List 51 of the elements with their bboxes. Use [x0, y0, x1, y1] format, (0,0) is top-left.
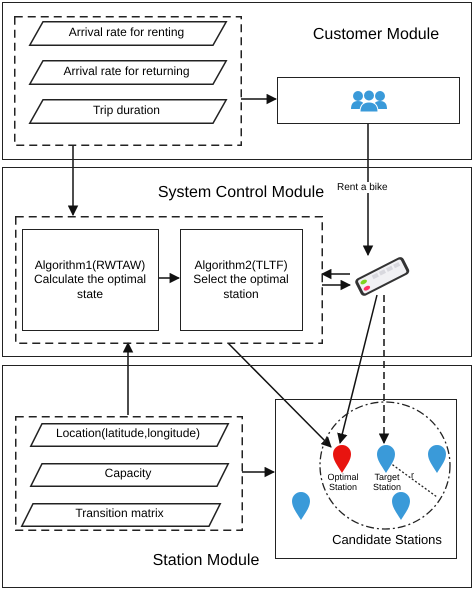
algorithm-box — [22, 229, 159, 331]
radius-label: r — [411, 470, 414, 480]
module-title: System Control Module — [158, 183, 324, 203]
algorithm-text: Algorithm1(RWTAW) — [34, 258, 146, 272]
customer-box — [277, 77, 460, 124]
algorithm-box — [180, 229, 303, 331]
station-caption: Target Station — [372, 473, 402, 493]
module-title: Customer Module — [312, 25, 440, 45]
location-pin-icon — [377, 445, 395, 473]
algorithm-text: Algorithm2(TLTF) — [194, 258, 288, 272]
input-parallelogram — [29, 99, 227, 124]
candidate-stations-box — [275, 399, 457, 559]
input-label: Arrival rate for renting — [68, 24, 184, 40]
module-panel — [2, 167, 472, 357]
algorithm-text: Select the optimal station — [192, 272, 290, 302]
search-radius-circle — [320, 402, 450, 529]
input-parallelogram — [30, 463, 229, 487]
input-parallelogram — [30, 423, 229, 447]
input-label: Transition matrix — [75, 506, 164, 521]
module-panel — [2, 365, 472, 588]
dashed-arrow — [378, 295, 390, 444]
algorithm-text: Calculate the optimal state — [32, 272, 148, 302]
edge-label: Rent a bike — [336, 182, 389, 193]
module-title: Station Module — [152, 551, 260, 571]
arrow — [158, 272, 180, 284]
arrow — [322, 280, 352, 290]
location-pin-icon — [428, 445, 446, 473]
arrow — [242, 466, 276, 478]
arrow — [337, 294, 378, 444]
input-parallelogram — [29, 21, 227, 46]
location-pin-icon — [333, 445, 351, 473]
dashed-group-box — [15, 416, 243, 531]
input-label: Location(latitude,longitude) — [56, 426, 200, 441]
box-title: Candidate Stations — [332, 532, 442, 548]
input-parallelogram — [21, 503, 221, 527]
module-panel — [2, 2, 472, 160]
arrow — [320, 268, 350, 280]
location-pin-icon — [392, 492, 410, 520]
location-pin-icon — [292, 492, 310, 520]
arrow — [227, 342, 332, 448]
arrow — [68, 145, 78, 216]
arrow — [241, 94, 278, 104]
dashed-group-box — [15, 216, 323, 344]
input-label: Trip duration — [93, 102, 160, 118]
input-label: Arrival rate for returning — [63, 64, 190, 78]
station-caption: Optimal Station — [326, 473, 360, 493]
input-parallelogram — [29, 60, 227, 85]
input-label: Capacity — [104, 466, 152, 481]
dashed-group-box — [14, 16, 242, 146]
arrow — [362, 123, 374, 256]
arrow — [122, 342, 134, 415]
